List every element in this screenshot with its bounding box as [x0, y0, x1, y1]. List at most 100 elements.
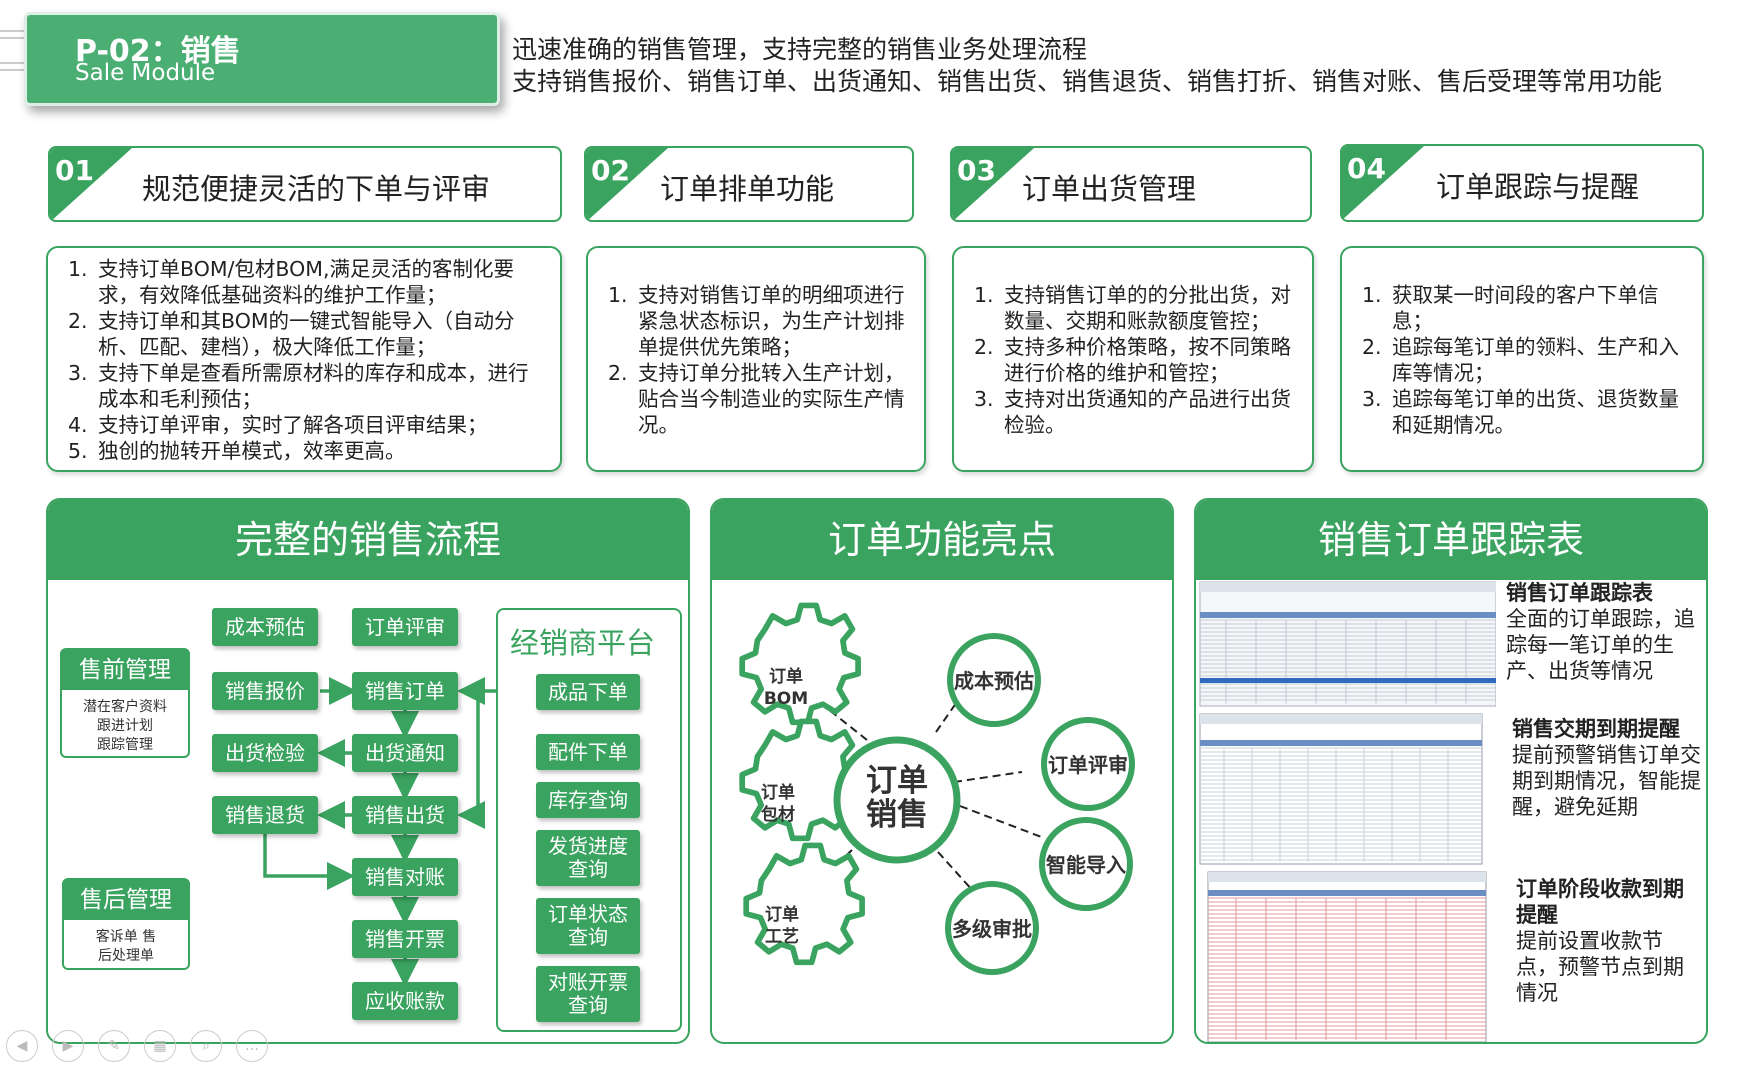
circle-review [1041, 717, 1135, 811]
screenshot-3 [1207, 871, 1487, 1042]
tracking-block-2-head: 销售交期到期提醒 [1512, 717, 1680, 741]
flow-box-sales-reconcile: 销售对账 [352, 858, 458, 896]
aftersale-box: 售后管理 客诉单 售 后处理单 [62, 878, 190, 970]
list-item: 3.支持对出货通知的产品进行出货检验。 [974, 387, 1291, 437]
list-item: 4.支持订单评审，实时了解各项目评审结果； [68, 413, 488, 437]
feature-2-title-card: 02 订单排单功能 [584, 146, 914, 222]
center-label: 订单销售 [866, 763, 928, 833]
presale-line: 潜在客户资料 [83, 699, 167, 715]
tracking-block-3-body: 提前设置收款节点，预警节点到期情况 [1516, 929, 1684, 1005]
feature-1-number: 01 [55, 154, 94, 187]
header-description-line-2: 支持销售报价、销售订单、出货通知、销售出货、销售退货、销售打折、销售对账、售后受… [512, 67, 1663, 96]
list-item: 3.追踪每笔订单的出货、退货数量和延期情况。 [1362, 387, 1679, 437]
circle-approval [945, 881, 1039, 975]
tracking-block-3: 订单阶段收款到期提醒 提前设置收款节点，预警节点到期情况 [1516, 876, 1686, 1006]
list-item: 2.支持订单和其BOM的一键式智能导入（自动分析、匹配、建档），极大降低工作量； [68, 309, 515, 359]
feature-4-title-card: 04 订单跟踪与提醒 [1340, 144, 1704, 222]
flow-box-cost-estimate: 成本预估 [212, 608, 318, 646]
dealer-item: 库存查询 [536, 782, 640, 818]
presale-box: 售前管理 潜在客户资料 跟进计划 跟踪管理 [60, 648, 190, 758]
zoom-icon[interactable]: ⌕ [190, 1030, 222, 1062]
flow-box-sales-quote: 销售报价 [212, 672, 318, 710]
gear-label-packaging: 订单包材 [761, 783, 795, 825]
screenshot-1 [1199, 581, 1496, 707]
dealer-item: 订单状态查询 [536, 898, 640, 954]
gear-label-process: 订单工艺 [765, 905, 799, 947]
flow-box-sales-order: 销售订单 [352, 672, 458, 710]
presale-line: 跟踪管理 [97, 737, 153, 753]
circle-label-review: 订单评审 [1048, 753, 1128, 777]
page-subtitle: Sale Module [75, 60, 216, 86]
page-title: P-02：销售 [75, 34, 241, 69]
tracking-block-1-head: 销售订单跟踪表 [1506, 581, 1653, 605]
dealer-item: 成品下单 [536, 674, 640, 710]
order-highlights-panel: 订单功能亮点 订单BOM 订单包材 订单工艺 订单销售 成本预估 [710, 498, 1174, 1044]
header-description-line-1: 迅速准确的销售管理，支持完整的销售业务处理流程 [512, 35, 1088, 64]
list-item: 2.追踪每笔订单的领料、生产和入库等情况； [1362, 335, 1679, 385]
order-highlights-title: 订单功能亮点 [712, 500, 1172, 580]
feature-3-title: 订单出货管理 [1022, 172, 1197, 206]
flow-box-order-review: 订单评审 [352, 608, 458, 646]
tracking-block-3-head: 订单阶段收款到期提醒 [1516, 877, 1684, 927]
tracking-block-2-body: 提前预警销售订单交期到期情况，智能提醒，避免延期 [1512, 743, 1701, 819]
feature-4-title: 订单跟踪与提醒 [1436, 170, 1640, 204]
tracking-title: 销售订单跟踪表 [1196, 500, 1706, 580]
feature-1-body: 1.支持订单BOM/包材BOM,满足灵活的客制化要求，有效降低基础资料的维护工作… [46, 246, 562, 472]
feature-3-body: 1.支持销售订单的的分批出货，对数量、交期和账款额度管控； 2.支持多种价格策略… [952, 246, 1314, 472]
tracking-screenshots [1199, 581, 1496, 1042]
aftersale-line: 后处理单 [98, 948, 154, 964]
sales-flow-title: 完整的销售流程 [48, 500, 688, 580]
flow-box-shipment-notice: 出货通知 [352, 734, 458, 772]
next-icon[interactable]: ▶ [52, 1030, 84, 1062]
list-item: 3.支持下单是查看所需原材料的库存和成本，进行成本和毛利预估； [68, 361, 529, 411]
circle-label-cost: 成本预估 [954, 669, 1034, 693]
feature-1-title-card: 01 规范便捷灵活的下单与评审 [48, 146, 562, 222]
header-plate [24, 12, 500, 106]
feature-4-number: 04 [1347, 152, 1386, 185]
flow-box-receivable: 应收账款 [352, 982, 458, 1020]
flow-box-sales-invoice: 销售开票 [352, 920, 458, 958]
flow-box-sales-shipment: 销售出货 [352, 796, 458, 834]
list-item: 2.支持多种价格策略，按不同策略进行价格的维护和管控； [974, 335, 1291, 385]
circle-cost [947, 633, 1041, 727]
list-item: 2.支持订单分批转入生产计划，贴合当今制造业的实际生产情况。 [608, 361, 905, 437]
pen-icon[interactable]: ✎ [98, 1030, 130, 1062]
gear-label-bom: 订单BOM [763, 667, 809, 709]
tracking-block-2: 销售交期到期提醒 提前预警销售订单交期到期情况，智能提醒，避免延期 [1512, 716, 1702, 820]
feature-3-number: 03 [957, 154, 996, 187]
gear-icon [743, 842, 865, 966]
circle-label-import: 智能导入 [1046, 853, 1126, 877]
feature-3-title-card: 03 订单出货管理 [950, 146, 1312, 222]
slides-icon[interactable]: ▦ [144, 1030, 176, 1062]
dealer-item: 配件下单 [536, 734, 640, 770]
list-item: 1.获取某一时间段的客户下单信息； [1362, 283, 1659, 333]
dealer-item: 对账开票查询 [536, 966, 640, 1022]
circle-label-approval: 多级审批 [952, 917, 1032, 941]
tracking-panel: 销售订单跟踪表 销售订单跟踪表 全面的订单跟踪，追踪每一笔订单的生产、出货等情况… [1194, 498, 1708, 1044]
list-item: 1.支持订单BOM/包材BOM,满足灵活的客制化要求，有效降低基础资料的维护工作… [68, 257, 514, 307]
dealer-platform: 经销商平台 成品下单 配件下单 库存查询 发货进度查询 订单状态查询 对账开票查… [496, 608, 682, 1032]
feature-4-body: 1.获取某一时间段的客户下单信息； 2.追踪每笔订单的领料、生产和入库等情况； … [1340, 246, 1704, 472]
list-item: 1.支持对销售订单的明细项进行紧急状态标识，为生产计划排单提供优先策略； [608, 283, 905, 359]
more-icon[interactable]: … [236, 1030, 268, 1062]
aftersale-title: 售后管理 [64, 880, 188, 920]
circle-import [1039, 817, 1133, 911]
feature-1-title: 规范便捷灵活的下单与评审 [142, 172, 491, 206]
list-item: 5.独创的抛转开单模式，效率更高。 [68, 439, 406, 463]
tracking-block-1: 销售订单跟踪表 全面的订单跟踪，追踪每一笔订单的生产、出货等情况 [1506, 580, 1702, 684]
screenshot-2 [1199, 713, 1483, 865]
gear-icon [739, 602, 861, 726]
highlight-diagram [739, 602, 1135, 975]
feature-2-title: 订单排单功能 [660, 172, 835, 206]
feature-2-body: 1.支持对销售订单的明细项进行紧急状态标识，为生产计划排单提供优先策略； 2.支… [586, 246, 926, 472]
list-item: 1.支持销售订单的的分批出货，对数量、交期和账款额度管控； [974, 283, 1291, 333]
tracking-block-1-body: 全面的订单跟踪，追踪每一笔订单的生产、出货等情况 [1506, 607, 1695, 683]
presale-title: 售前管理 [62, 650, 188, 690]
center-circle [833, 736, 961, 864]
aftersale-line: 客诉单 售 [95, 929, 157, 945]
flow-box-shipment-inspection: 出货检验 [212, 734, 318, 772]
prev-icon[interactable]: ◀ [6, 1030, 38, 1062]
feature-2-number: 02 [591, 154, 630, 187]
presale-line: 跟进计划 [97, 718, 153, 734]
sales-flow-panel: 完整的销售流程 [46, 498, 690, 1044]
